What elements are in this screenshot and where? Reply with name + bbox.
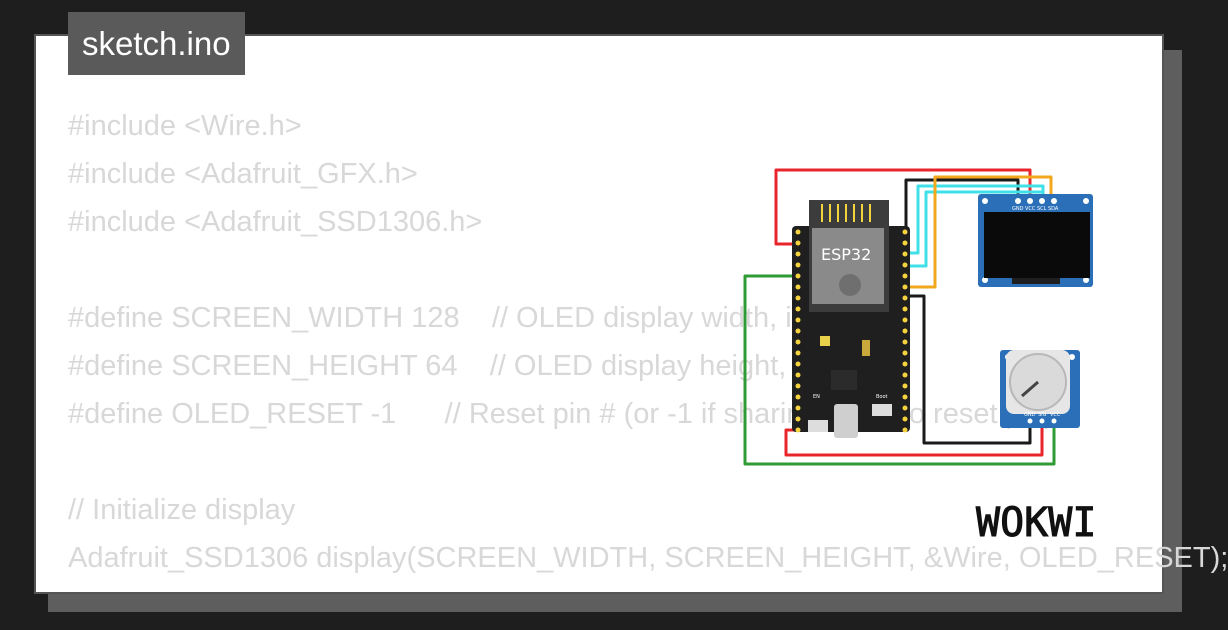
- esp32-right-pins: [902, 229, 908, 433]
- code-line: Adafruit_SSD1306 display(SCREEN_WIDTH, S…: [68, 542, 1228, 574]
- wire-orange: [906, 175, 1053, 289]
- potentiometer[interactable]: GND SIG VCC: [1000, 350, 1080, 428]
- code-line: #include <Wire.h>: [68, 110, 302, 142]
- boot-label: Boot: [876, 394, 888, 400]
- pot-pin-gnd: GND: [1024, 412, 1036, 418]
- pot-pin-sig: SIG: [1038, 412, 1047, 418]
- wire-green: [743, 274, 1056, 466]
- circuit-diagram: ESP32 EN Boot GND VCC SCL SDA: [743, 168, 1093, 466]
- code-line: #include <Adafruit_SSD1306.h>: [68, 206, 483, 238]
- preview-card: #include <Wire.h> #include <Adafruit_GFX.…: [34, 34, 1228, 594]
- esp32-board[interactable]: ESP32 EN Boot: [792, 200, 910, 438]
- wire-black: [904, 178, 1020, 231]
- oled-display[interactable]: GND VCC SCL SDA: [978, 194, 1093, 287]
- wokwi-logo: WOKWI: [976, 500, 1097, 547]
- wire-cyan-1: [906, 184, 1045, 255]
- wire-red-vcc: [774, 168, 1032, 246]
- code-preview: #include <Wire.h> #include <Adafruit_GFX.…: [68, 102, 1228, 582]
- oled-pin-gnd: GND: [1012, 206, 1024, 212]
- filename-tab[interactable]: sketch.ino: [68, 12, 245, 75]
- wire-red: [784, 424, 1044, 457]
- wokwi-logo-text: WOKWI: [976, 500, 1096, 546]
- esp32-label: ESP32: [821, 245, 871, 264]
- en-label: EN: [813, 394, 820, 400]
- oled-pin-vcc: VCC: [1025, 206, 1036, 212]
- oled-pin-scl: SCL: [1037, 206, 1047, 212]
- pot-pin-vcc: VCC: [1050, 412, 1061, 418]
- esp32-left-pins: [795, 229, 801, 433]
- code-line: // Initialize display: [68, 494, 296, 526]
- wire-black-gnd: [906, 294, 1032, 445]
- wire-cyan-2: [906, 190, 1042, 268]
- oled-pin-sda: SDA: [1048, 206, 1059, 212]
- code-line: #include <Adafruit_GFX.h>: [68, 158, 418, 190]
